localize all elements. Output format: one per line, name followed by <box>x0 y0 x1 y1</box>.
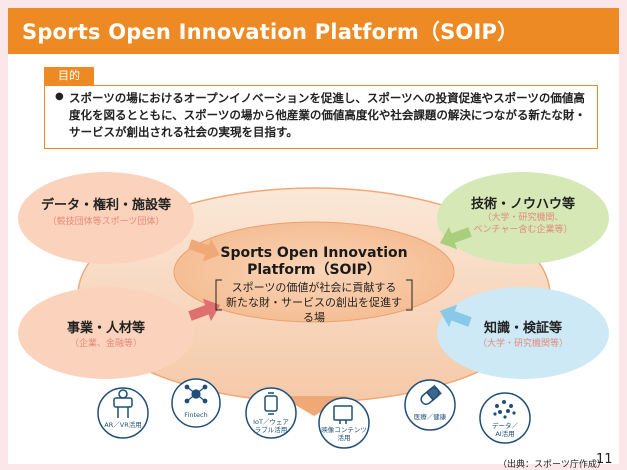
icon-label-video-2: 活用 <box>337 434 351 442</box>
center-desc-line2: 新たな財・サービスの創出を促進する場 <box>226 296 402 324</box>
right-bracket <box>406 279 413 311</box>
source-note: （出典：スポーツ庁作成） <box>498 460 606 470</box>
node-top-right-sub2: ベンチャー含む企業等） <box>473 225 573 235</box>
node-top-right-bg <box>437 172 609 264</box>
icon-label-iot-1: IoT／ウェア <box>253 418 289 426</box>
node-bottom-left-label: 事業・人材等 <box>66 321 145 336</box>
page-number: 11 <box>596 452 613 467</box>
node-bottom-right-label: 知識・検証等 <box>483 321 562 336</box>
node-bottom-right-sub: （大学・研究機関等） <box>477 339 568 349</box>
node-top-left-label: データ・権利・施設等 <box>40 198 171 213</box>
purpose-box: ● スポーツの場におけるオープンイノベーションを促進し、スポーツへの投資促進やス… <box>44 85 598 149</box>
inner-ellipse <box>173 221 455 323</box>
purpose-bullet: ● <box>55 91 64 102</box>
icon-label-medical: 医療／健康 <box>413 413 447 421</box>
data-ai-icon <box>493 400 516 419</box>
arrow-bottom-left <box>188 298 221 322</box>
icon-label-fintech: Fintech <box>184 411 208 419</box>
icon-label-ar-vr: AR／VR活用 <box>104 421 142 429</box>
node-bottom-right-bg <box>437 287 609 379</box>
iot-wearable-icon <box>264 392 278 415</box>
medical-health-icon <box>420 384 442 405</box>
purpose-tab: 目的 <box>44 67 94 85</box>
center-title-line1: Sports Open Innovation <box>220 245 408 261</box>
icon-label-video-1: 映像コンテンツ <box>321 426 367 434</box>
slide: Sports Open Innovation Platform（SOIP） 目的… <box>8 8 619 470</box>
icon-label-data-ai-2: AI活用 <box>495 430 515 438</box>
purpose-text: スポーツの場におけるオープンイノベーションを促進し、スポーツへの投資促進やスポー… <box>69 91 586 139</box>
fintech-icon <box>184 384 208 404</box>
node-top-right-sub1: （大学・研究機関、 <box>482 213 564 223</box>
ar-vr-icon <box>113 389 133 418</box>
node-top-left-sub: （競技団体等スポーツ団体） <box>47 217 165 227</box>
center-title: Sports Open Innovation Platform（SOIP） <box>204 245 424 279</box>
arrow-bottom-right <box>439 304 472 328</box>
left-bracket <box>215 279 222 311</box>
icon-label-data-ai-1: データ／ <box>492 422 518 430</box>
title-bar: Sports Open Innovation Platform（SOIP） <box>8 8 619 54</box>
center-description: スポーツの価値が社会に貢献する 新たな財・サービスの創出を促進する場 <box>222 280 406 325</box>
center-desc-line1: スポーツの価値が社会に貢献する <box>231 281 397 294</box>
diagram-graphics <box>18 172 609 449</box>
icon-label-iot-2: ラブル活用 <box>254 426 288 434</box>
center-title-line2: Platform（SOIP） <box>247 262 381 278</box>
node-bottom-left-bg <box>18 287 194 379</box>
node-top-right-label: 技術・ノウハウ等 <box>470 197 575 212</box>
node-top-left-bg <box>18 172 194 264</box>
arrow-top-left <box>188 238 221 262</box>
video-content-icon <box>333 405 353 424</box>
arrow-top-right <box>439 226 472 250</box>
page-title: Sports Open Innovation Platform（SOIP） <box>22 20 519 44</box>
node-bottom-left-sub: （企業、金融等） <box>69 339 142 349</box>
